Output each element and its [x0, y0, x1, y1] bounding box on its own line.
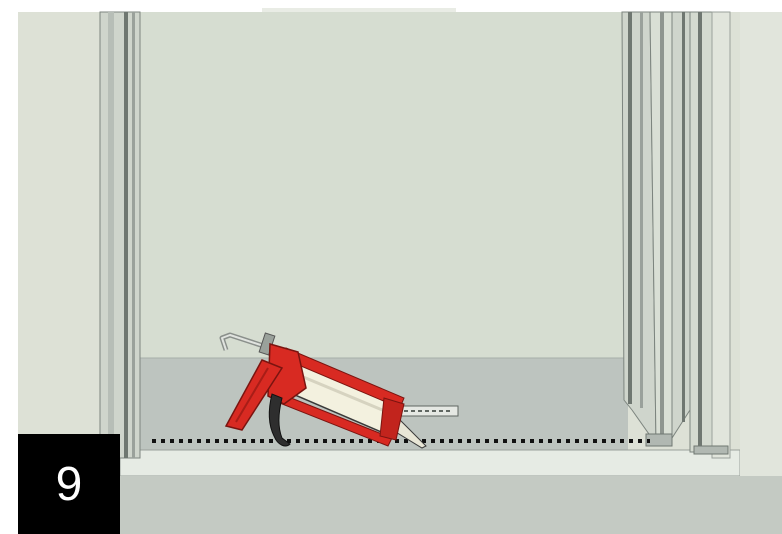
tray-front-edge: [120, 450, 740, 476]
left-door-frame: [100, 12, 140, 458]
step-number-badge: 9: [18, 434, 120, 534]
back-wall: [140, 12, 628, 358]
floor: [18, 476, 782, 534]
folding-door-panels: [622, 12, 730, 458]
right-wall-return: [740, 12, 782, 476]
step-number: 9: [56, 457, 83, 512]
